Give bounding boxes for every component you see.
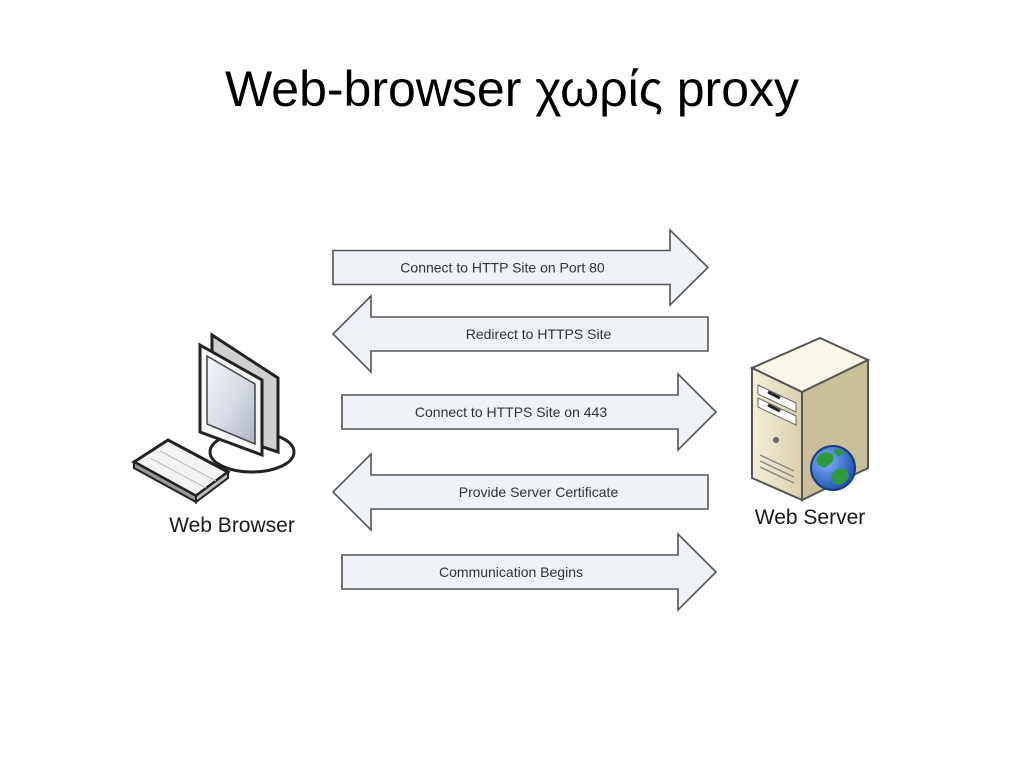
server-label: Web Server: [755, 506, 866, 529]
browser-node: Web Browser: [131, 332, 296, 537]
arrow-label: Connect to HTTP Site on Port 80: [400, 260, 605, 276]
keyboard-icon: [131, 438, 231, 504]
server-node: Web Server: [749, 336, 871, 529]
message-arrow-1: Connect to HTTP Site on Port 80: [332, 228, 710, 307]
arrow-shape: [341, 532, 718, 612]
globe-icon: [810, 445, 856, 491]
arrow-label: Connect to HTTPS Site on 443: [415, 404, 607, 420]
arrow-label: Redirect to HTTPS Site: [466, 326, 612, 342]
arrow-label: Provide Server Certificate: [459, 484, 619, 500]
message-arrow-5: Communication Begins: [341, 532, 718, 612]
message-arrows: Connect to HTTP Site on Port 80 Redirect …: [331, 228, 718, 612]
arrow-label: Communication Begins: [439, 564, 583, 580]
browser-label: Web Browser: [169, 514, 295, 537]
computer-monitor-icon: [198, 332, 296, 474]
arrow-shape: [332, 228, 710, 307]
message-arrow-3: Connect to HTTPS Site on 443: [341, 372, 718, 452]
page-title: Web-browser χωρίς proxy: [224, 61, 800, 117]
arrow-shape: [331, 452, 709, 532]
message-arrow-4: Provide Server Certificate: [331, 452, 709, 532]
arrow-shape: [341, 372, 718, 452]
arrow-shape: [331, 294, 709, 374]
message-arrow-2: Redirect to HTTPS Site: [331, 294, 709, 374]
